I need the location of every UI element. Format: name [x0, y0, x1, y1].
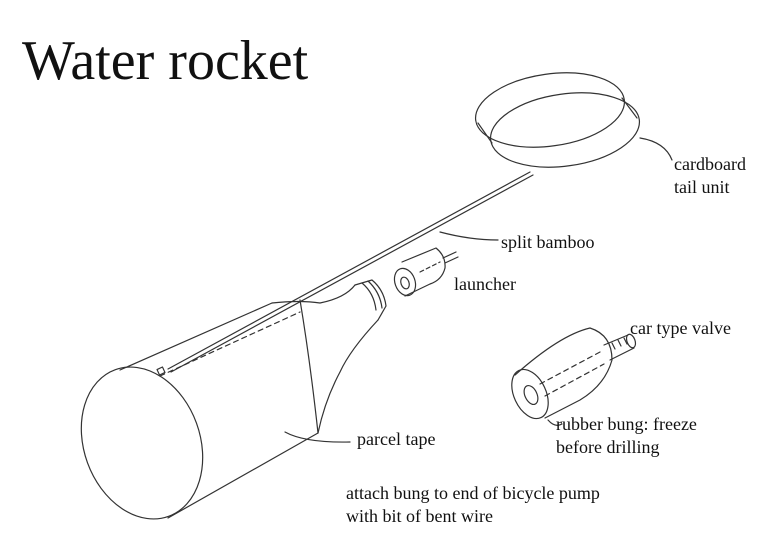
tape-leader-line [284, 431, 351, 443]
launcher-piece [393, 247, 459, 297]
bottle-body [80, 279, 387, 520]
bamboo-leader-line [439, 231, 499, 241]
split-bamboo-label: split bamboo [501, 232, 595, 252]
rubber-bung-label: rubber bung: freeze before drilling [556, 414, 697, 457]
tail-leader-line [639, 137, 673, 161]
bung-leader-line [547, 419, 563, 426]
tail-unit-label: cardboard tail unit [674, 154, 746, 197]
instructions-text: attach bung to end of bicycle pump with … [346, 483, 600, 526]
launcher-label: launcher [454, 274, 516, 294]
page-title: Water rocket [22, 30, 309, 92]
parcel-tape-label: parcel tape [357, 429, 436, 449]
car-valve-label: car type valve [630, 318, 731, 338]
rubber-bung [511, 327, 637, 420]
split-bamboo-stick [167, 171, 534, 373]
tail-unit-ring [474, 72, 641, 168]
